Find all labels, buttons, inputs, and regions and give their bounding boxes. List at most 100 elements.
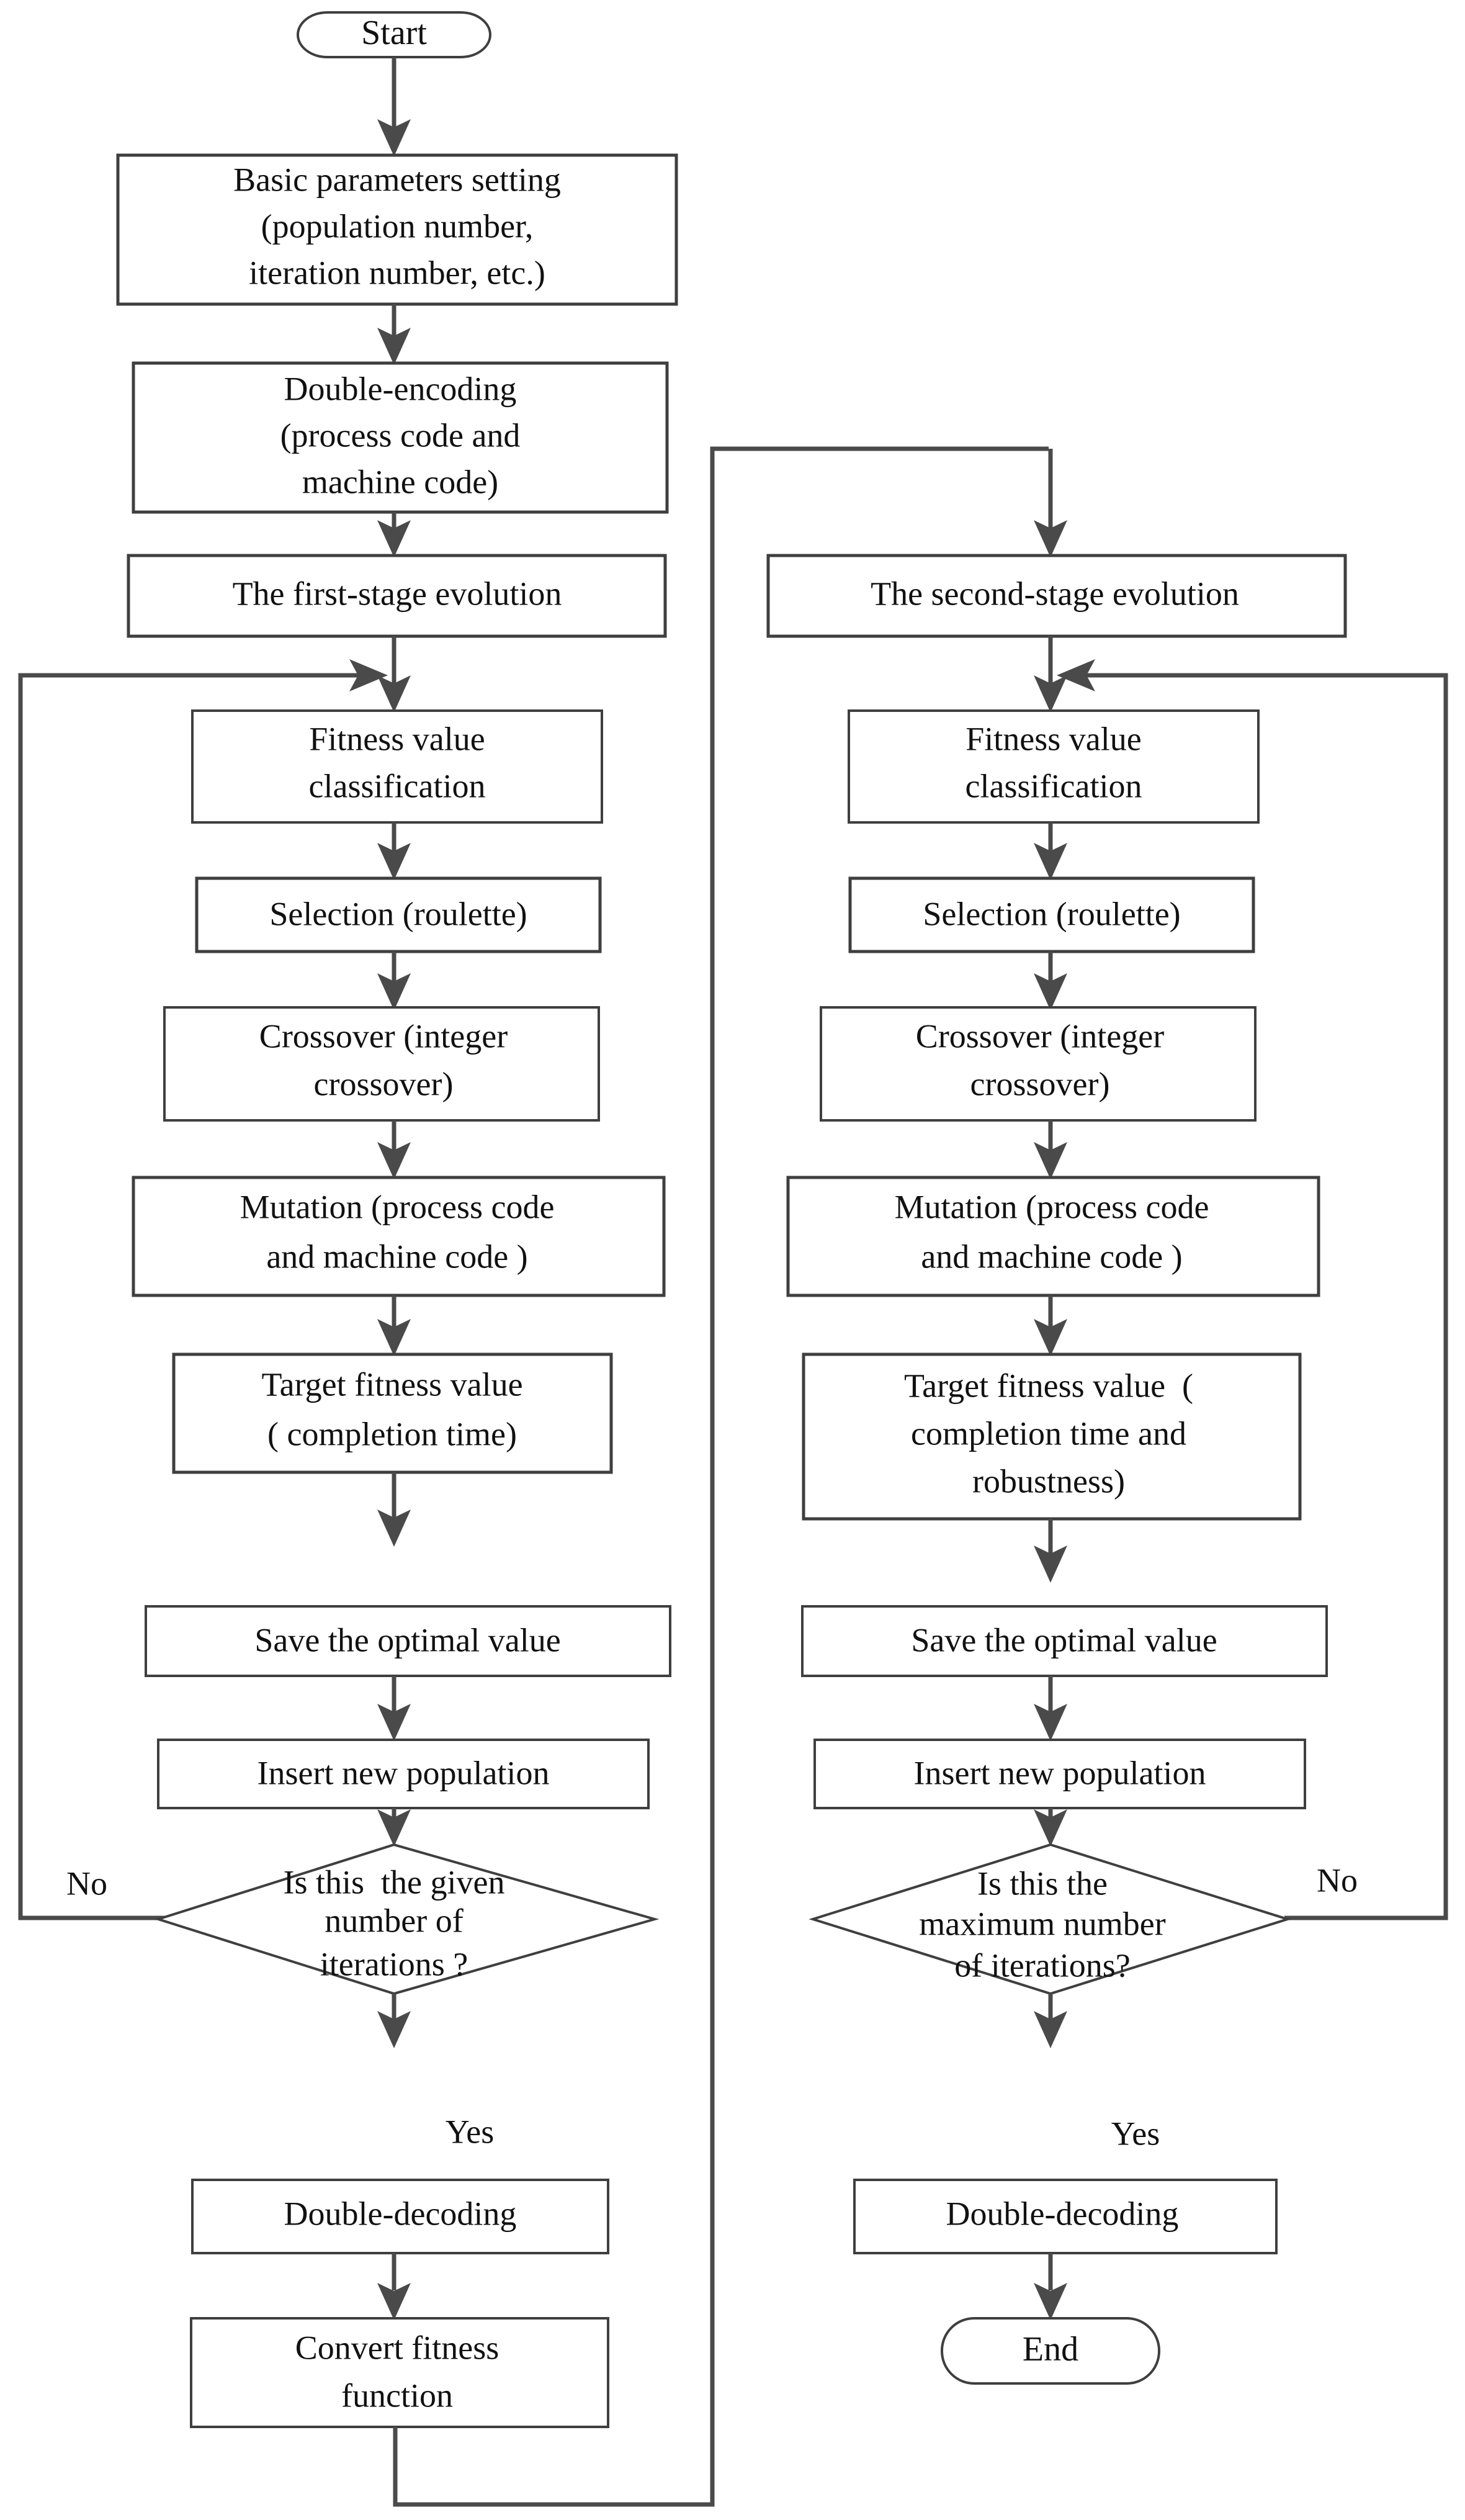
- node-left-mutation: Mutation (process code and machine code …: [132, 1176, 666, 1297]
- left-no-label: No: [66, 1865, 107, 1902]
- edge-right-save-to-insert: [1034, 1676, 1067, 1741]
- right-save-optimal-label: Save the optimal value: [911, 1621, 1217, 1658]
- double-encoding-box: [132, 361, 669, 514]
- node-end: End: [941, 2317, 1160, 2385]
- basic-parameters-line1: Basic parameters setting: [233, 161, 561, 198]
- node-left-decision: Is this the given number of iterations ?: [154, 1843, 660, 1996]
- basic-parameters-line3: iteration number, etc.): [249, 254, 545, 291]
- edge-right-no-loopback: [1057, 659, 1448, 1920]
- edge-right-mutation-to-target: [1034, 1295, 1067, 1356]
- edge-right-target-to-save: [1034, 1519, 1067, 1583]
- node-left-target-fitness: Target fitness value ( completion time): [172, 1352, 613, 1474]
- edge-start-to-basic: [377, 57, 411, 156]
- right-crossover-line1: Crossover (integer: [916, 1017, 1164, 1055]
- left-convert-fitness-box: [190, 2317, 609, 2428]
- right-yes-label: Yes: [1111, 2115, 1160, 2152]
- left-decision-line3: iterations ?: [320, 1945, 468, 1982]
- right-mutation-line2: and machine code ): [921, 1238, 1182, 1275]
- left-fitness-box: [191, 709, 603, 824]
- left-save-optimal-box: [145, 1605, 671, 1677]
- left-convert-fitness-line1: Convert fitness: [295, 2329, 499, 2366]
- left-double-decoding-label: Double-decoding: [284, 2195, 517, 2232]
- edge-encoding-to-firststage: [377, 512, 411, 557]
- left-convert-fitness-line2: function: [341, 2377, 453, 2414]
- left-target-fitness-box: [172, 1352, 613, 1474]
- edge-right-decoding-to-end: [1034, 2253, 1067, 2320]
- right-insert-population-box: [813, 1739, 1306, 1809]
- edge-right-decision-yes: [1034, 1994, 1067, 2048]
- right-target-fitness-line3: robustness): [972, 1462, 1125, 1500]
- right-selection-box: [848, 876, 1255, 953]
- right-mutation-line1: Mutation (process code: [895, 1188, 1209, 1225]
- right-fitness-line1: Fitness value: [965, 720, 1141, 757]
- right-selection-label: Selection (roulette): [923, 895, 1180, 932]
- left-mutation-box: [132, 1176, 666, 1297]
- edge-right-insert-to-decision: [1034, 1808, 1067, 1847]
- left-fitness-line2: classification: [309, 767, 486, 804]
- node-right-decision: Is this the maximum number of iterations…: [809, 1843, 1292, 1996]
- node-right-fitness-classification: Fitness value classification: [848, 709, 1260, 824]
- double-encoding-line3: machine code): [302, 463, 498, 500]
- node-left-convert-fitness: Convert fitness function: [190, 2317, 609, 2428]
- edge-right-selection-to-crossover: [1034, 952, 1067, 1010]
- basic-parameters-line2: (population number,: [261, 207, 534, 245]
- node-right-crossover: Crossover (integer crossover): [820, 1006, 1257, 1122]
- right-insert-population-label: Insert new population: [914, 1754, 1206, 1791]
- second-stage-box: [766, 554, 1347, 638]
- left-target-fitness-line2: ( completion time): [267, 1415, 517, 1452]
- edge-basic-to-encoding: [377, 304, 411, 365]
- edge-left-no-loopback: [18, 659, 388, 1920]
- right-fitness-box: [848, 709, 1260, 824]
- right-target-fitness-box: [802, 1352, 1302, 1521]
- edge-right-crossover-to-mutation: [1034, 1120, 1067, 1179]
- right-target-fitness-line1: Target fitness value (: [904, 1367, 1193, 1404]
- double-encoding-line2: (process code and: [280, 416, 521, 454]
- left-selection-label: Selection (roulette): [269, 895, 527, 932]
- node-right-target-fitness: Target fitness value ( completion time a…: [802, 1352, 1302, 1521]
- edge-left-target-to-save: [377, 1472, 411, 1547]
- left-decision-line2: number of: [325, 1902, 463, 1939]
- right-target-fitness-line2: completion time and: [911, 1415, 1186, 1452]
- node-start: Start: [297, 11, 491, 58]
- basic-parameters-box: [116, 153, 678, 306]
- left-insert-population-box: [157, 1739, 650, 1809]
- node-first-stage-evolution: The first-stage evolution: [127, 554, 667, 638]
- right-save-optimal-box: [801, 1605, 1328, 1677]
- right-mutation-box: [786, 1176, 1320, 1297]
- left-yes-label: Yes: [446, 2113, 495, 2150]
- left-save-optimal-label: Save the optimal value: [254, 1621, 560, 1658]
- left-mutation-line2: and machine code ): [266, 1238, 527, 1275]
- second-stage-label: The second-stage evolution: [871, 575, 1239, 612]
- right-decision-line2: maximum number: [919, 1905, 1165, 1942]
- edge-right-fitness-to-selection: [1034, 822, 1067, 880]
- edge-convert-to-second-stage: [393, 446, 1067, 2507]
- node-right-save-optimal: Save the optimal value: [801, 1605, 1328, 1677]
- right-crossover-line2: crossover): [970, 1065, 1110, 1102]
- left-fitness-line1: Fitness value: [309, 720, 485, 757]
- first-stage-box: [127, 554, 667, 638]
- start-label: Start: [361, 14, 427, 52]
- left-crossover-line2: crossover): [314, 1065, 454, 1102]
- edge-left-insert-to-decision: [377, 1808, 411, 1847]
- node-left-fitness-classification: Fitness value classification: [191, 709, 603, 824]
- edge-left-crossover-to-mutation: [377, 1120, 411, 1179]
- right-decision-line1: Is this the: [977, 1865, 1108, 1902]
- node-right-mutation: Mutation (process code and machine code …: [786, 1176, 1320, 1297]
- node-second-stage-evolution: The second-stage evolution: [766, 554, 1347, 638]
- left-mutation-line1: Mutation (process code: [240, 1188, 555, 1225]
- node-double-encoding: Double-encoding (process code and machin…: [132, 361, 669, 514]
- edge-firststage-to-fitness: [377, 636, 411, 713]
- left-crossover-line1: Crossover (integer: [259, 1017, 508, 1055]
- end-label: End: [1023, 2330, 1078, 2369]
- double-encoding-line1: Double-encoding: [284, 370, 517, 407]
- node-right-double-decoding: Double-decoding: [853, 2179, 1278, 2254]
- end-terminal-shape: [941, 2317, 1160, 2385]
- left-decision-line1: Is this the given: [284, 1863, 505, 1901]
- node-right-insert-population: Insert new population: [813, 1739, 1306, 1809]
- node-left-save-optimal: Save the optimal value: [145, 1605, 671, 1677]
- left-selection-box: [195, 876, 602, 953]
- left-target-fitness-line1: Target fitness value: [261, 1366, 522, 1403]
- right-double-decoding-box: [853, 2179, 1278, 2254]
